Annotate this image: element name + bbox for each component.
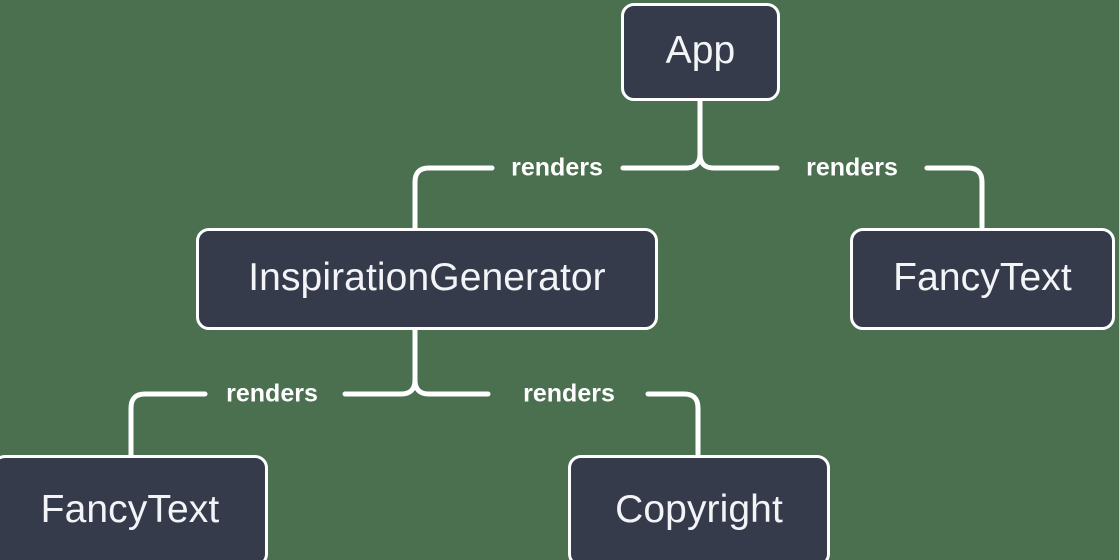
edge-app-stem: [683, 98, 703, 171]
edge-label-app-inspiration: renders: [511, 153, 603, 182]
node-fancytext-right[interactable]: FancyText: [850, 228, 1115, 330]
node-copyright[interactable]: Copyright: [568, 455, 830, 560]
edge-label-inspiration-fancytext: renders: [226, 379, 318, 408]
node-app-label: App: [665, 29, 736, 72]
edge-inspiration-copyright-outer: [645, 391, 701, 458]
edge-app-inspiration-outer: [412, 165, 495, 231]
node-inspiration-generator-label: InspirationGenerator: [248, 256, 606, 299]
node-fancytext-left[interactable]: FancyText: [0, 455, 268, 560]
edge-label-inspiration-copyright: renders: [523, 379, 615, 408]
node-inspiration-generator[interactable]: InspirationGenerator: [196, 228, 658, 330]
edge-inspiration-fancytext-outer: [128, 391, 208, 458]
node-fancytext-left-label: FancyText: [40, 488, 220, 531]
node-app[interactable]: App: [621, 3, 780, 101]
edge-inspiration-stem: [398, 327, 418, 397]
edge-app-stem-right: [697, 98, 717, 171]
node-copyright-label: Copyright: [615, 488, 783, 531]
edge-inspiration-stem-right: [412, 327, 432, 397]
edge-app-fancytext-outer: [924, 165, 985, 231]
edge-label-app-fancytext: renders: [806, 153, 898, 182]
node-fancytext-right-label: FancyText: [893, 256, 1072, 299]
